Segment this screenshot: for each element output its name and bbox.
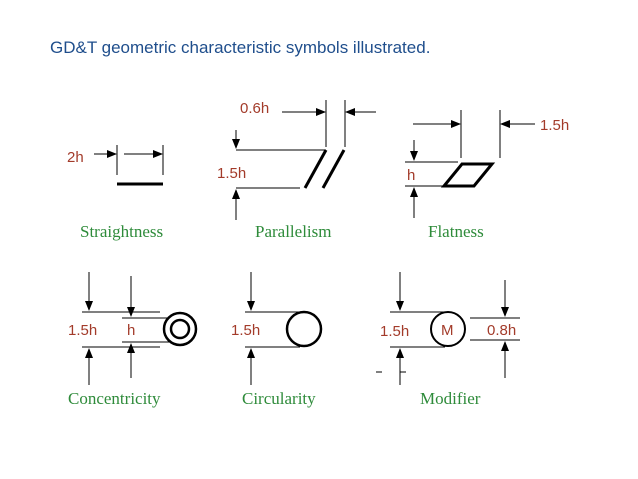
- concentricity-outer-circle-glyph: [162, 311, 198, 347]
- concentricity-symbol: 1.5h h Concentricity: [68, 272, 198, 408]
- straightness-dim-2h: 2h: [67, 149, 84, 166]
- parallelism-symbol: 0.6h 1.5h Parallelism: [217, 100, 376, 241]
- modifier-symbol: 1.5h M 0.8h Modifier: [376, 272, 520, 408]
- flatness-label: Flatness: [428, 222, 484, 241]
- flatness-parallelogram-glyph: [440, 162, 496, 188]
- modifier-dim-0-8h: 0.8h: [487, 322, 516, 339]
- modifier-dim-1-5h: 1.5h: [380, 323, 409, 340]
- circularity-circle-glyph: [285, 310, 323, 348]
- circularity-dim-1-5h: 1.5h: [231, 322, 260, 339]
- concentricity-dim-h: h: [127, 322, 135, 339]
- flatness-symbol: 1.5h h Flatness: [405, 110, 569, 241]
- concentricity-inner-circle-glyph: [169, 318, 191, 340]
- modifier-circle-glyph: [430, 311, 466, 347]
- parallel-line-glyph: [321, 149, 346, 189]
- circularity-label: Circularity: [242, 389, 316, 408]
- concentricity-label: Concentricity: [68, 389, 161, 408]
- flatness-dim-h: h: [407, 167, 415, 184]
- straightness-symbol: 2h Straightness: [67, 145, 164, 241]
- modifier-letter-m: M: [441, 322, 454, 339]
- flatness-dim-1-5h: 1.5h: [540, 117, 569, 134]
- parallelism-label: Parallelism: [255, 222, 331, 241]
- parallel-line-glyph: [303, 149, 328, 189]
- modifier-label: Modifier: [420, 389, 481, 408]
- concentricity-dim-1-5h: 1.5h: [68, 322, 97, 339]
- slide-title: GD&T geometric characteristic symbols il…: [50, 38, 431, 57]
- parallelism-dim-1-5h: 1.5h: [217, 165, 246, 182]
- straightness-label: Straightness: [80, 222, 163, 241]
- parallelism-dim-0-6h: 0.6h: [240, 100, 269, 117]
- circularity-symbol: 1.5h Circularity: [231, 272, 323, 408]
